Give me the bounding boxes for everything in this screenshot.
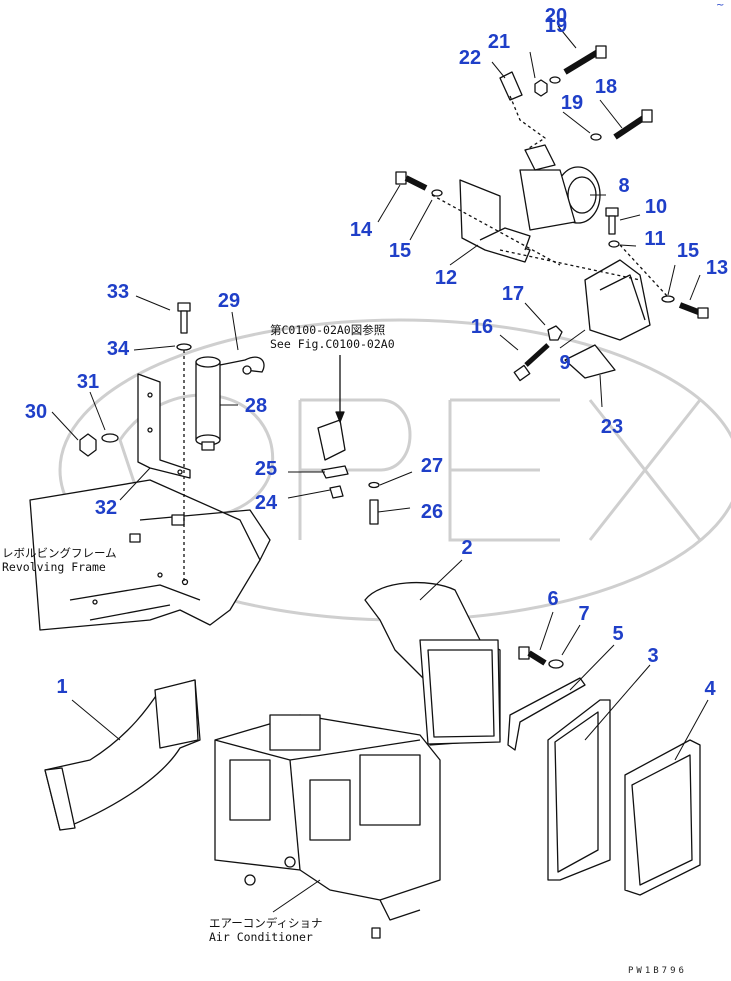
callout-29: 29 bbox=[217, 290, 241, 312]
filter-3 bbox=[547, 699, 611, 881]
washer-31 bbox=[101, 433, 119, 443]
callout-4: 4 bbox=[704, 678, 716, 700]
callout-30: 30 bbox=[24, 401, 48, 423]
bolt-13 bbox=[678, 302, 709, 319]
callout-22: 22 bbox=[458, 47, 482, 69]
callout-34: 34 bbox=[106, 338, 130, 360]
callout-19a: 19 bbox=[544, 15, 568, 37]
callout-27: 27 bbox=[420, 455, 444, 477]
figure-reference-jp: 第C0100-02A0図参照 bbox=[270, 323, 386, 337]
callout-3: 3 bbox=[647, 645, 659, 667]
callout-28: 28 bbox=[244, 395, 268, 417]
callout-7: 7 bbox=[578, 603, 590, 625]
callout-16: 16 bbox=[470, 316, 494, 338]
air-conditioner-jp: エアーコンディショナ bbox=[209, 916, 323, 930]
bolt-20 bbox=[563, 45, 607, 75]
callout-1: 1 bbox=[56, 676, 68, 698]
callout-33: 33 bbox=[106, 281, 130, 303]
callout-31: 31 bbox=[76, 371, 100, 393]
receiver-drier bbox=[195, 356, 221, 451]
bolt-14 bbox=[395, 171, 428, 191]
washer-19b bbox=[590, 133, 602, 141]
callout-11: 11 bbox=[644, 228, 666, 250]
leader-lines bbox=[51, 25, 709, 913]
callout-17: 17 bbox=[501, 283, 525, 305]
cover-4 bbox=[624, 739, 701, 896]
callout-21: 21 bbox=[487, 31, 511, 53]
washer-19a bbox=[549, 76, 561, 84]
air-conditioner-en: Air Conditioner bbox=[209, 930, 313, 944]
revolving-frame-label: レボルビングフレーム Revolving Frame bbox=[2, 546, 117, 574]
washer-15a bbox=[431, 189, 443, 197]
washer-34 bbox=[176, 343, 192, 351]
bolt-10 bbox=[605, 207, 619, 235]
bolt-33 bbox=[177, 302, 191, 334]
top-corner-mark: ~ bbox=[716, 0, 725, 11]
bracket-22 bbox=[499, 71, 523, 101]
washer-11 bbox=[608, 240, 620, 248]
gasket-5 bbox=[507, 677, 586, 751]
duct-2 bbox=[364, 582, 501, 746]
nut-21 bbox=[534, 79, 548, 97]
callout-25: 25 bbox=[254, 458, 278, 480]
callout-18: 18 bbox=[594, 76, 618, 98]
callout-13: 13 bbox=[705, 257, 729, 279]
callout-2: 2 bbox=[461, 537, 473, 559]
compressor-bracket-12 bbox=[459, 179, 531, 263]
callout-9: 9 bbox=[559, 352, 571, 374]
callout-32: 32 bbox=[94, 497, 118, 519]
callout-26: 26 bbox=[420, 501, 444, 523]
callout-19b: 19 bbox=[560, 92, 584, 114]
callout-6: 6 bbox=[547, 588, 559, 610]
bracket-clamp bbox=[317, 419, 380, 525]
bracket-9 bbox=[584, 259, 651, 341]
air-conditioner-label: エアーコンディショナ Air Conditioner bbox=[209, 916, 323, 944]
callout-8: 8 bbox=[618, 175, 630, 197]
callout-24: 24 bbox=[254, 492, 278, 514]
compressor-8 bbox=[519, 144, 601, 231]
callout-5: 5 bbox=[612, 623, 624, 645]
plate-23 bbox=[564, 344, 616, 379]
callout-10: 10 bbox=[644, 196, 668, 218]
hose-29 bbox=[219, 356, 265, 375]
callout-15b: 15 bbox=[676, 240, 700, 262]
revolving-frame-en: Revolving Frame bbox=[2, 560, 106, 574]
nut-17 bbox=[547, 325, 563, 341]
air-conditioner-unit bbox=[214, 714, 441, 939]
drawing-code: PW1B796 bbox=[628, 966, 687, 976]
bolt-16 bbox=[513, 343, 550, 382]
nut-30 bbox=[79, 433, 97, 457]
bolt-6 bbox=[518, 646, 547, 666]
receiver-bracket bbox=[137, 373, 191, 479]
figure-reference-en: See Fig.C0100-02A0 bbox=[270, 337, 395, 351]
revolving-frame-jp: レボルビングフレーム bbox=[2, 546, 117, 560]
callout-20: 20 bbox=[544, 5, 568, 27]
callout-14: 14 bbox=[349, 219, 373, 241]
revolving-frame bbox=[29, 479, 271, 631]
callout-23: 23 bbox=[600, 416, 624, 438]
washer-15b bbox=[661, 295, 675, 303]
figure-reference-note: 第C0100-02A0図参照 See Fig.C0100-02A0 bbox=[270, 323, 395, 351]
callout-15a: 15 bbox=[388, 240, 412, 262]
callout-12: 12 bbox=[434, 267, 458, 289]
duct-1 bbox=[44, 679, 201, 831]
bolt-18 bbox=[613, 109, 653, 140]
washer-7 bbox=[548, 659, 564, 669]
